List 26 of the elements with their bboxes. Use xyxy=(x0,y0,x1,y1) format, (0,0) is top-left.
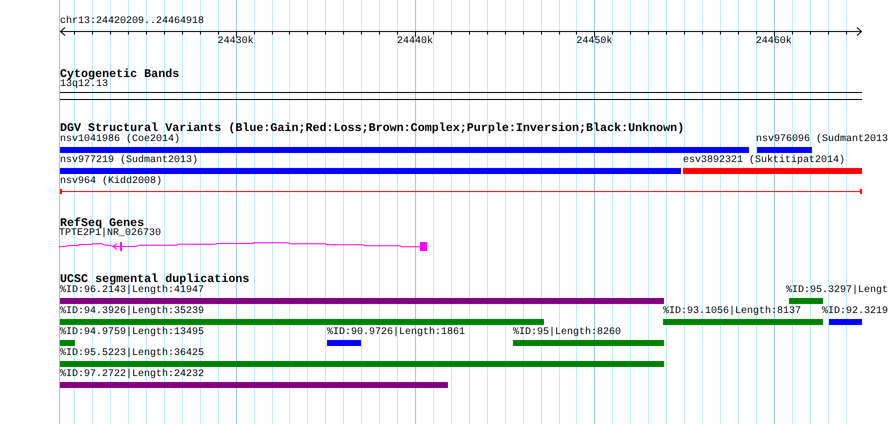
track-title: RefSeq Genes xyxy=(60,217,144,229)
feature-label: nsv1041986 (Coe2014) xyxy=(60,134,180,146)
feature-label: nsv964 (Kidd2008) xyxy=(60,176,162,188)
feature-label: %ID:96.2143|Length:41947 xyxy=(60,285,204,297)
feature-label: %ID:95.3297|Lengt xyxy=(786,285,888,297)
tick-label: 24430k xyxy=(218,36,254,48)
feature-label: %ID:94.9759|Length:13495 xyxy=(60,327,204,339)
tick-label: 24460k xyxy=(756,36,792,48)
feature-label: nsv977219 (Sudmant2013) xyxy=(60,155,198,167)
feature-label: %ID:94.3926|Length:35239 xyxy=(60,306,204,318)
feature-label: 13q12.13 xyxy=(60,79,108,91)
feature-label: %ID:95|Length:8260 xyxy=(513,327,622,339)
feature-label: nsv976096 (Sudmant2013 xyxy=(756,134,888,146)
track-title: UCSC segmental duplications xyxy=(60,273,250,285)
feature-label: TPTE2P1|NR_026730 xyxy=(59,228,162,240)
feature-label: %ID:97.2722|Length:24232 xyxy=(60,369,204,381)
track-title: Cytogenetic Bands xyxy=(60,68,180,80)
feature-label: esv3892321 (Suktitipat2014) xyxy=(683,155,846,167)
tick-label: 24440k xyxy=(397,36,433,48)
track-title: DGV Structural Variants (Blue:Gain;Red:Loss;Brown:Complex;Purple:Inversion;Black:Unknown) xyxy=(60,122,684,134)
tick-label: 24450k xyxy=(576,36,612,48)
region-coordinates: chr13:24420209..24464918 xyxy=(60,16,204,28)
feature-label: %ID:93.1056|Length:8137 xyxy=(663,306,802,318)
feature-label: %ID:90.9726|Length:1861 xyxy=(327,327,466,339)
feature-label: %ID:92.3219 xyxy=(822,306,888,318)
feature-label: %ID:95.5223|Length:36425 xyxy=(60,348,204,360)
